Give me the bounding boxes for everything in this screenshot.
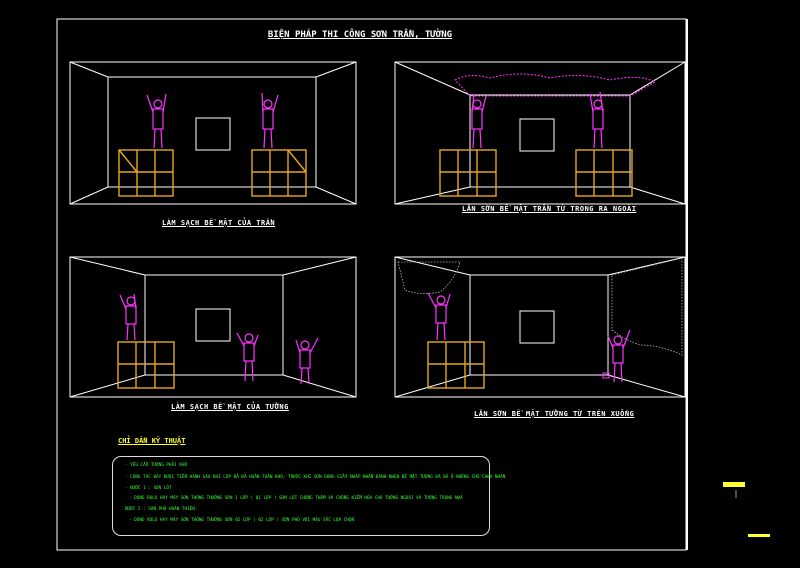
notes-line: - DÙNG RULO HAY MÁY SƠN THÔNG THƯỜNG SƠN… bbox=[129, 518, 355, 523]
worker-figure bbox=[427, 292, 451, 341]
drawing-title: BIỆN PHÁP THI CÔNG SƠN TRẦN, TƯỜNG bbox=[267, 30, 453, 40]
notes-line: - CÔNG TÁC BẢY ĐƯỢC TIẾN HÀNH SAU KHI LỚ… bbox=[125, 475, 506, 480]
room-panel-1 bbox=[69, 61, 357, 205]
caption-panel-4: LĂN SƠN BỀ MẶT TƯỜNG TỪ TRÊN XUỐNG bbox=[474, 410, 635, 418]
scaffold-1 bbox=[118, 149, 174, 197]
corner-mark bbox=[686, 19, 688, 550]
caption-panel-2: LĂN SƠN BỀ MẶT TRẦN TỪ TRONG RA NGOÀI bbox=[462, 205, 637, 213]
scaffold-2 bbox=[251, 149, 307, 197]
painted-ceiling-corner bbox=[397, 261, 461, 294]
worker-figure bbox=[261, 92, 279, 149]
notes-line: - DÙNG RULO HAY MÁY SƠN THÔNG THƯỜNG SƠN… bbox=[129, 496, 463, 501]
notes-line: - BƯỚC 1 : SƠN LÓT bbox=[125, 486, 172, 491]
room-panel-3 bbox=[69, 256, 357, 398]
scaffold-5 bbox=[117, 341, 175, 389]
worker-figure bbox=[295, 337, 319, 385]
legend-mark bbox=[748, 534, 770, 537]
worker-figure bbox=[607, 329, 631, 383]
scaffold-4 bbox=[575, 149, 633, 197]
worker-figure bbox=[236, 332, 259, 382]
legend-mark bbox=[723, 482, 745, 487]
worker-figure bbox=[146, 93, 167, 149]
room-panel-4 bbox=[394, 256, 686, 398]
worker-figure bbox=[119, 293, 137, 341]
worker-figure bbox=[471, 93, 487, 149]
notes-line: - YÊU CẦU TƯỜNG PHẢI KHÔ bbox=[125, 463, 188, 468]
caption-panel-1: LÀM SẠCH BỀ MẶT CỦA TRẦN bbox=[162, 219, 276, 227]
painted-ceiling-area bbox=[454, 73, 657, 97]
painted-wall-area bbox=[611, 257, 683, 356]
paint-bucket bbox=[602, 372, 610, 379]
notes-line: BƯỚC 2 : SƠN PHỦ HOÀN THIỆN. bbox=[125, 507, 198, 512]
notes-heading: CHỈ DẪN KỸ THUẬT bbox=[118, 437, 186, 445]
scaffold-6 bbox=[427, 341, 485, 389]
room-panel-2 bbox=[394, 61, 686, 205]
notes-box: - YÊU CẦU TƯỜNG PHẢI KHÔ - CÔNG TÁC BẢY … bbox=[112, 456, 505, 536]
caption-panel-3: LÀM SẠCH BỀ MẶT CỦA TƯỜNG bbox=[171, 403, 289, 411]
worker-figure bbox=[589, 91, 604, 149]
scaffold-3 bbox=[439, 149, 497, 197]
